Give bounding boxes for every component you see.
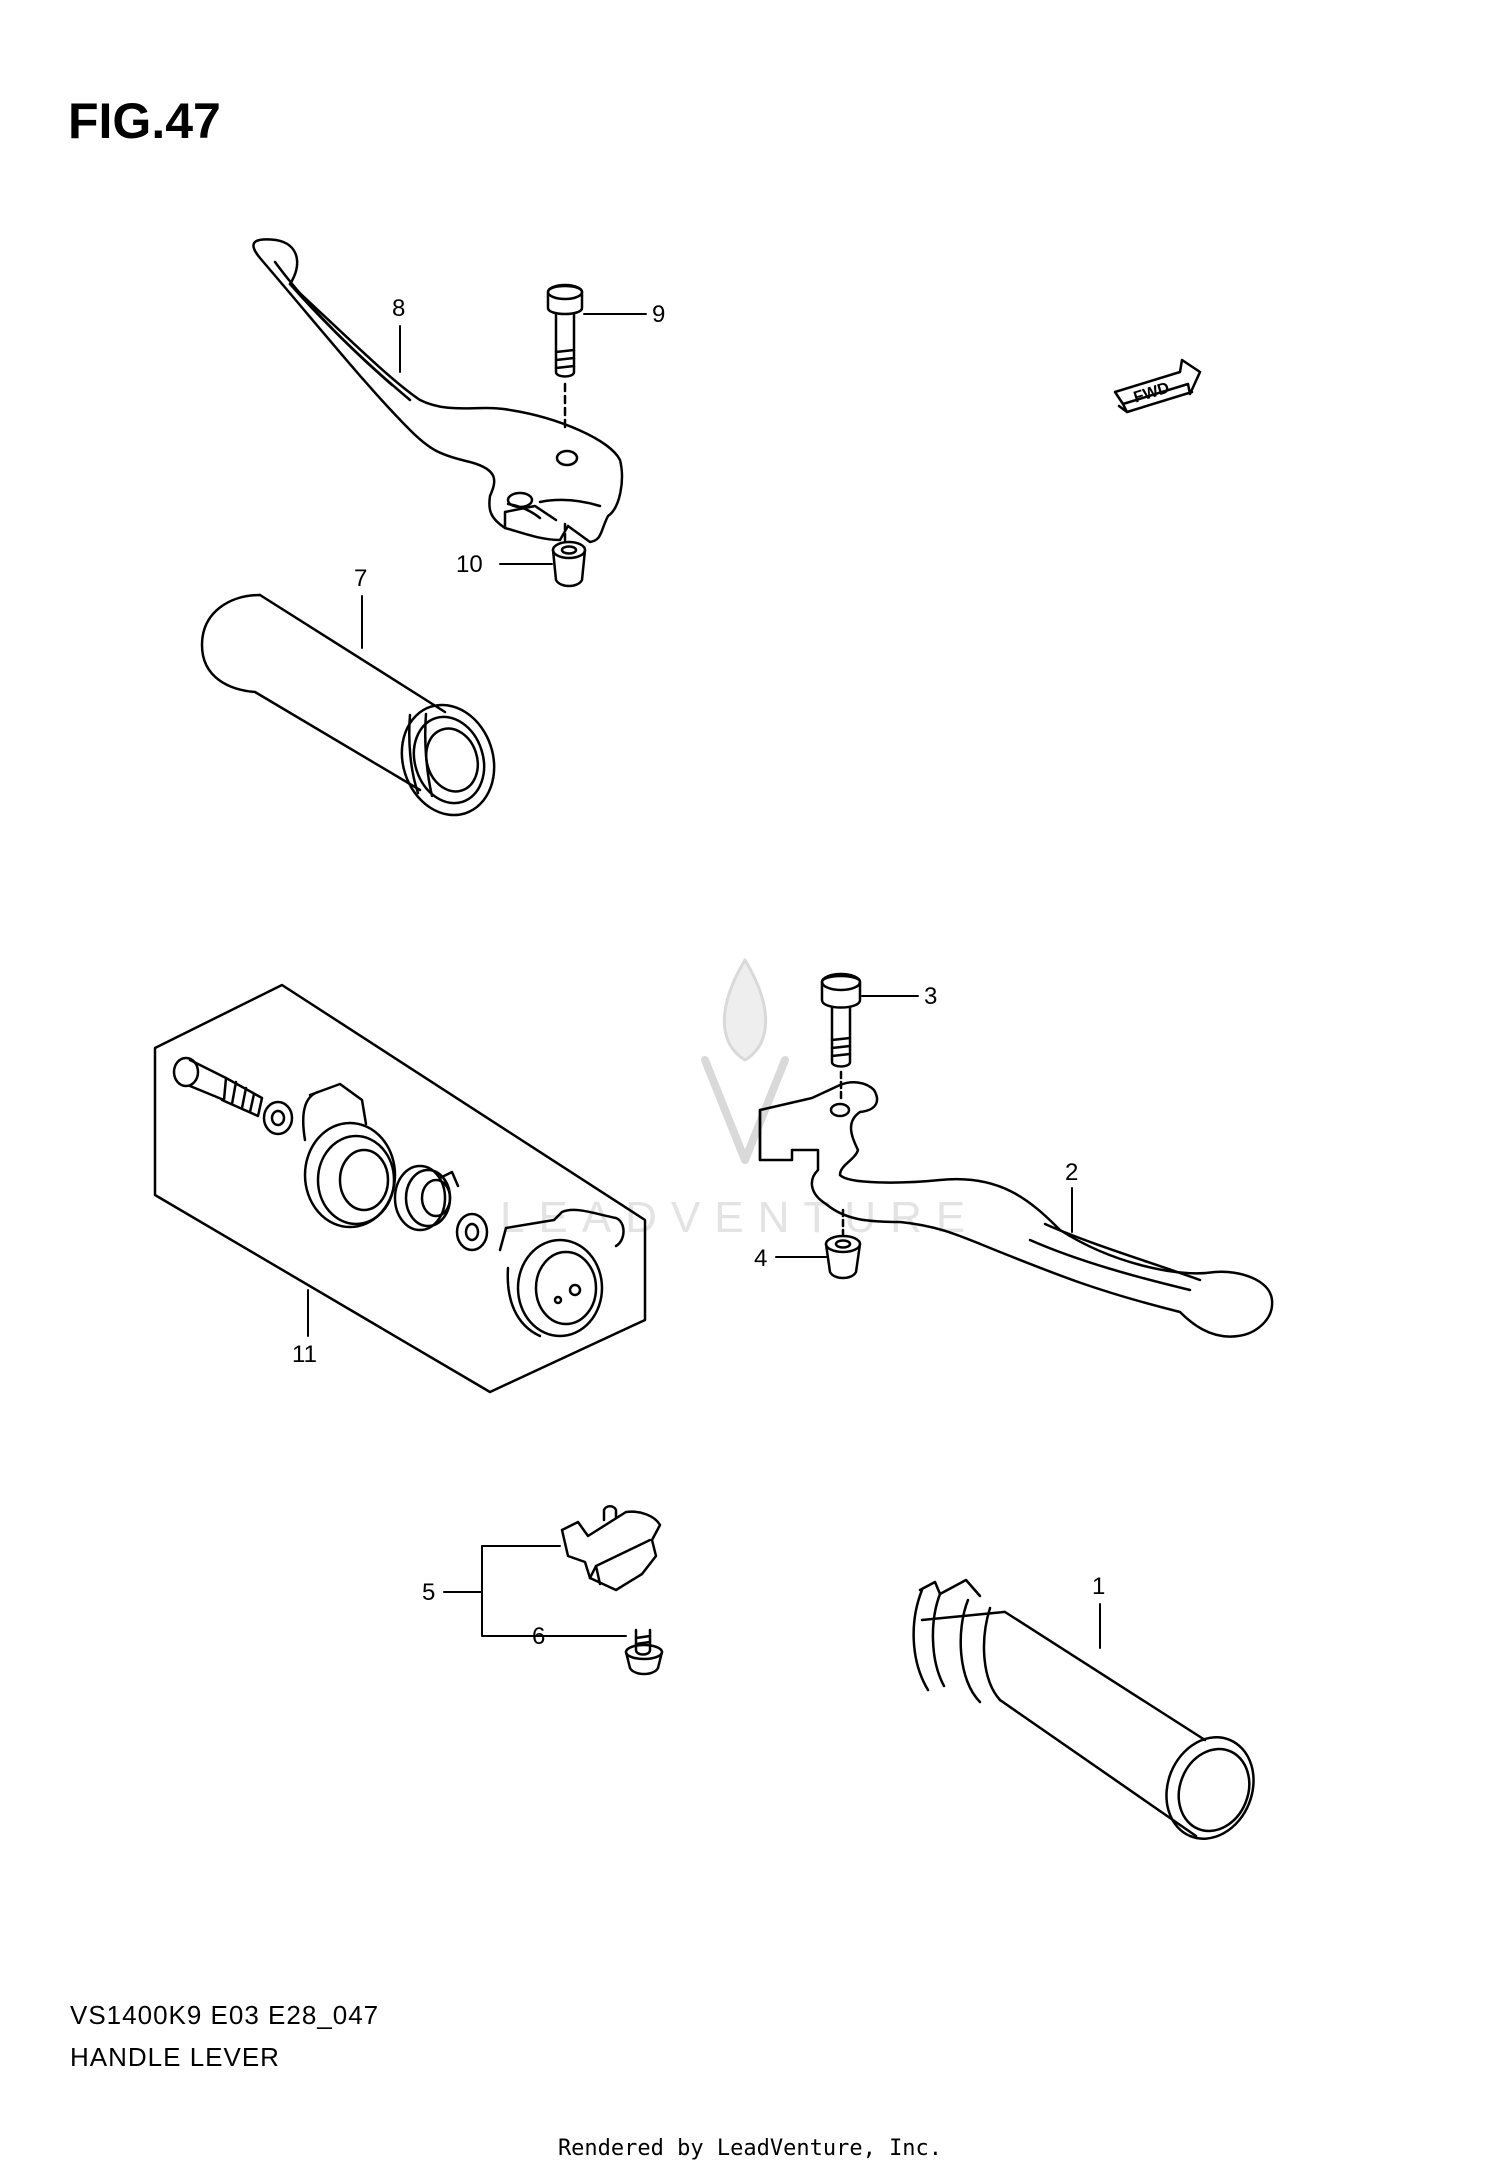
callout-2: 2 [1065,1159,1078,1186]
clutch-lever-nut-drawing [551,522,587,588]
clutch-lever-bolt-drawing [546,283,584,434]
callout-6: 6 [532,1623,545,1650]
watermark-text: LEADVENTURE [500,1193,979,1242]
section-name: HANDLE LEVER [70,2042,280,2072]
callout-10: 10 [456,551,483,578]
fwd-arrow-icon: FWD [1113,358,1202,414]
callout-4: 4 [754,1245,767,1272]
rendered-by-footer: Rendered by LeadVenture, Inc. [557,2136,943,2161]
callout-1: 1 [1092,1573,1105,1600]
callout-9: 9 [652,301,665,328]
callout-3: 3 [924,983,937,1010]
lever-pivot-bolt-drawing [820,972,862,1100]
model-code: VS1400K9 E03 E28_047 [70,2000,380,2030]
callout-8: 8 [392,295,405,322]
switch-screw-drawing [624,1628,664,1676]
lever-nut-drawing [824,1208,862,1280]
figure-title: FIG.47 [68,93,221,149]
throttle-grip-drawing [912,1578,1255,1840]
callout-numbers: 8 9 10 7 11 3 2 4 5 6 1 [292,295,1105,1650]
brake-lever-drawing [758,1081,1274,1338]
callout-11: 11 [292,1341,317,1368]
clutch-lever-drawing [252,238,624,544]
watermark: LEADVENTURE [500,958,979,1242]
fwd-badge-text: FWD [1132,380,1172,407]
brake-switch-drawing [560,1505,662,1592]
callout-5: 5 [422,1579,435,1606]
adjuster-kit-drawing [153,983,647,1394]
callout-leaders [307,313,1101,1649]
left-grip-drawing [200,593,496,817]
callout-7: 7 [354,565,367,592]
